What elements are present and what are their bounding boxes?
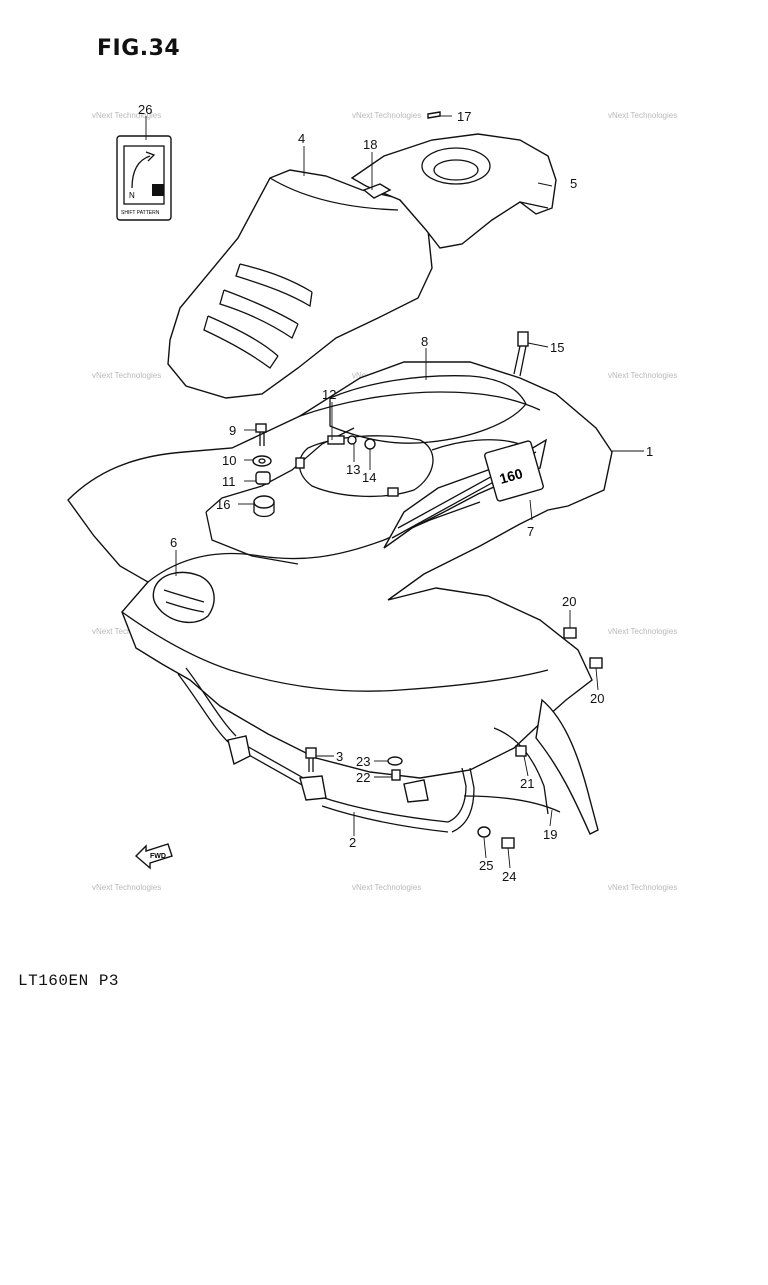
callout-17: 17 <box>457 109 471 124</box>
shift-pattern-label: SHIFT PATTERN <box>121 210 160 216</box>
front-guard-bar <box>177 667 475 833</box>
callout-20-lower: 20 <box>590 691 604 706</box>
mounting-hardware <box>252 423 376 518</box>
callout-20-upper: 20 <box>562 594 576 609</box>
callout-5: 5 <box>570 176 577 191</box>
shift-pattern-decal: N SHIFT PATTERN <box>116 135 172 221</box>
callout-16: 16 <box>216 497 230 512</box>
fwd-label: FWD <box>150 853 166 860</box>
watermark: vNext Technologies <box>608 627 677 636</box>
callout-labels: 1 2 3 4 5 6 7 8 9 10 11 12 13 14 15 16 1… <box>138 102 653 884</box>
watermark: vNext Technologies <box>92 111 161 120</box>
callout-2: 2 <box>349 835 356 850</box>
callout-15: 15 <box>550 340 564 355</box>
front-fender <box>67 361 613 779</box>
callout-4: 4 <box>298 131 305 146</box>
watermark: vNext Technologies <box>352 111 421 120</box>
callout-3: 3 <box>336 749 343 764</box>
electric-start-decal <box>152 571 215 623</box>
gear-n-label: N <box>129 191 135 200</box>
nut <box>362 183 392 199</box>
watermark: vNext Technologies <box>608 371 677 380</box>
watermark: vNext Technologies <box>92 371 161 380</box>
callout-1: 1 <box>646 444 653 459</box>
figure-title: FIG.34 <box>97 36 181 61</box>
fwd-arrow-icon: FWD <box>134 843 173 870</box>
rear-cover <box>350 133 557 249</box>
watermark: vNext Technologies <box>352 883 421 892</box>
watermark: vNext Technologies <box>608 111 677 120</box>
inner-panel <box>295 375 527 498</box>
watermark: vNext Technologies <box>92 627 161 636</box>
callout-21: 21 <box>520 776 534 791</box>
callout-25: 25 <box>479 858 493 873</box>
bolt <box>563 627 577 639</box>
callout-10: 10 <box>222 453 236 468</box>
guard-fasteners <box>305 747 515 849</box>
callout-12: 12 <box>322 387 336 402</box>
callout-24: 24 <box>502 869 516 884</box>
mud-guard <box>463 698 599 835</box>
callout-19: 19 <box>543 827 557 842</box>
watermark: vNext Technologies <box>608 883 677 892</box>
screw <box>427 111 441 119</box>
callout-6: 6 <box>170 535 177 550</box>
callout-8: 8 <box>421 334 428 349</box>
callout-11: 11 <box>222 474 236 489</box>
watermark: vNext Technologies <box>92 883 161 892</box>
bolt <box>589 657 603 669</box>
model-code: LT160EN P3 <box>18 972 120 990</box>
callout-23: 23 <box>356 754 370 769</box>
callout-22: 22 <box>356 770 370 785</box>
callout-13: 13 <box>346 462 360 477</box>
callout-18: 18 <box>363 137 377 152</box>
seat-cover <box>167 169 433 399</box>
leader-lines <box>145 115 644 869</box>
callout-9: 9 <box>229 423 236 438</box>
callout-14: 14 <box>362 470 376 485</box>
decal-badge-text: 160 <box>498 465 525 487</box>
callout-26: 26 <box>138 102 152 117</box>
callout-7: 7 <box>527 524 534 539</box>
quadrunner-decal: 160 <box>383 438 548 549</box>
bolt <box>513 331 529 377</box>
